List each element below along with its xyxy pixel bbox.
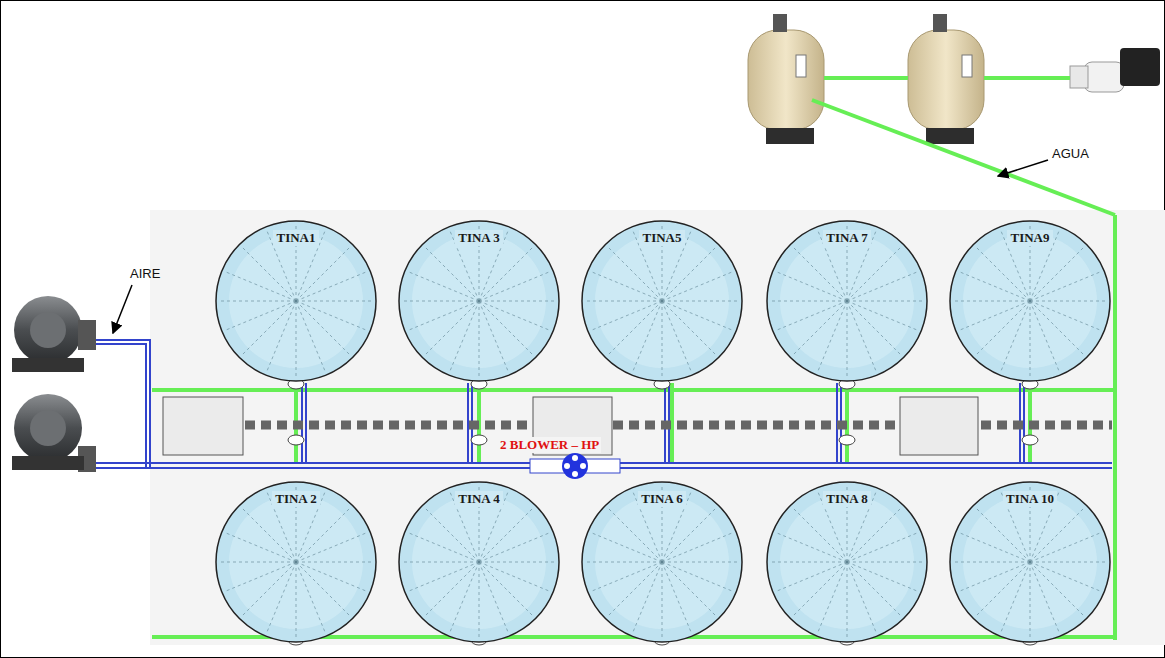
blower-symbol xyxy=(530,453,620,479)
tank-label: TINA9 xyxy=(1007,230,1052,246)
tank-label: TINA 3 xyxy=(455,230,503,246)
tank-label: TINA 4 xyxy=(455,491,503,507)
tank-circle: TINA 10 xyxy=(949,481,1111,643)
walkway xyxy=(245,421,1112,430)
tank-circle: TINA 2 xyxy=(215,481,377,643)
sand-filters xyxy=(748,14,984,144)
water-pump xyxy=(1070,48,1160,92)
tank-circle: TINA5 xyxy=(581,220,743,382)
tank-label: TINA 8 xyxy=(823,491,871,507)
valves xyxy=(288,379,1038,645)
tank-label: TINA5 xyxy=(639,230,684,246)
ground xyxy=(150,210,1165,645)
tank-circle: TINA9 xyxy=(949,220,1111,382)
air-blowers xyxy=(12,296,96,472)
blower-label: 2 BLOWER – HP xyxy=(498,437,601,453)
tank-label: TINA 10 xyxy=(1003,491,1057,507)
leader-line xyxy=(998,160,1048,176)
tank-label: TINA 7 xyxy=(823,230,871,246)
leader-line xyxy=(113,285,132,333)
pipe-label: AGUA xyxy=(1052,146,1089,161)
tank-circle: TINA 4 xyxy=(398,481,560,643)
equipment-boxes xyxy=(163,397,978,455)
tank-circle: TINA 6 xyxy=(581,481,743,643)
tank-label: TINA 2 xyxy=(272,491,320,507)
tank-circle: TINA1 xyxy=(215,220,377,382)
tank-circle: TINA 8 xyxy=(766,481,928,643)
water-pipes xyxy=(152,78,1115,640)
tank-circle: TINA 3 xyxy=(398,220,560,382)
tank-label: TINA1 xyxy=(273,230,318,246)
tank-circle: TINA 7 xyxy=(766,220,928,382)
pipe-label: AIRE xyxy=(130,266,160,281)
tank-label: TINA 6 xyxy=(638,491,686,507)
